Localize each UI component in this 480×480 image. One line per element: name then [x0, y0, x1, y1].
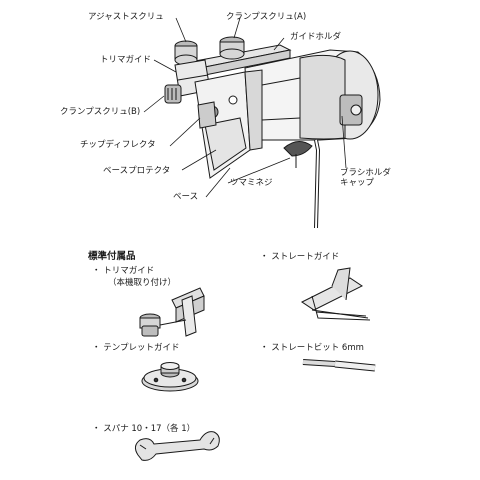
acc-straight-bit: ・ ストレートビット 6mm	[260, 343, 364, 353]
trimmer-guide-accessory	[139, 287, 205, 337]
label-adjust-screw: アジャストスクリュ	[88, 12, 164, 22]
straight-bit-accessory	[302, 359, 376, 372]
label-clamp-screw-a: クランプスクリュ(A)	[226, 12, 307, 22]
label-clamp-screw-b: クランプスクリュ(B)	[60, 107, 141, 117]
label-brush-holder-cap-line1: ブラシホルダ	[340, 168, 391, 178]
chip-deflector-part	[197, 101, 217, 129]
straight-guide-accessory	[301, 267, 371, 321]
brush-holder-cap-part	[339, 94, 363, 126]
label-base-protector: ベースプロテクタ	[103, 166, 171, 176]
acc-straight-guide: ・ ストレートガイド	[260, 252, 340, 262]
acc-template-guide: ・ テンプレットガイド	[92, 343, 180, 353]
clamp-screw-a-part	[219, 36, 245, 60]
label-base: ベース	[173, 192, 199, 202]
label-brush-holder-cap: ブラシホルダ キャップ	[340, 168, 391, 188]
motor-housing	[244, 49, 381, 141]
power-cord	[314, 139, 321, 229]
acc-trimmer-guide-note: （本機取り付け）	[108, 278, 177, 288]
label-chip-deflector: チップディフレクタ	[80, 140, 156, 150]
label-guide-holder: ガイドホルダ	[290, 32, 342, 42]
spanner-accessory	[134, 431, 220, 461]
acc-trimmer-guide: ・ トリマガイド	[92, 266, 155, 276]
clamp-screw-b-part	[164, 84, 182, 104]
knob-screw-part	[283, 141, 313, 168]
accessories-title: 標準付属品	[88, 251, 136, 262]
label-knob-screw: ツマミネジ	[230, 178, 273, 188]
label-trimmer-guide: トリマガイド	[100, 55, 152, 65]
acc-spanner: ・ スパナ 10・17（各 1）	[92, 424, 196, 434]
base-part	[194, 69, 263, 179]
leader-lines	[143, 17, 347, 198]
template-guide-accessory	[141, 362, 199, 392]
label-brush-holder-cap-line2: キャップ	[340, 178, 375, 188]
